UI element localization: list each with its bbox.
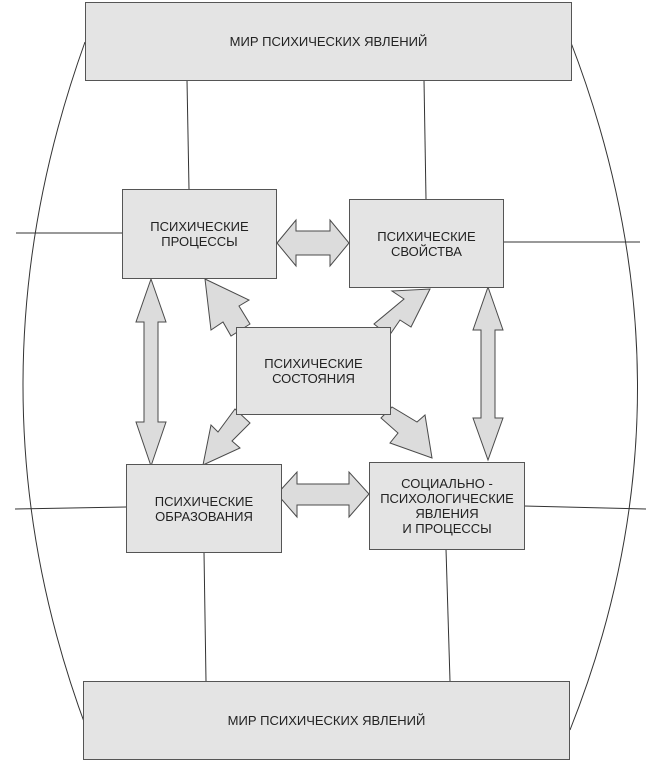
- world-box-bottom: МИР ПСИХИЧЕСКИХ ЯВЛЕНИЙ: [83, 681, 570, 760]
- states-box: ПСИХИЧЕСКИЕ СОСТОЯНИЯ: [236, 327, 391, 415]
- connector-left-lower: [14, 506, 127, 510]
- left-boundary-curve: [22, 41, 88, 731]
- connector-social-to-bottom: [445, 548, 451, 682]
- arrow-states-to-social: [380, 406, 433, 459]
- formations-box: ПСИХИЧЕСКИЕ ОБРАЗОВАНИЯ: [126, 464, 282, 553]
- double-arrow-processes-properties: [276, 218, 350, 268]
- double-arrow-formations-social: [276, 470, 370, 519]
- connector-top-to-processes: [186, 79, 190, 190]
- connector-formations-to-bottom: [203, 551, 207, 682]
- double-arrow-properties-social: [472, 285, 504, 462]
- states-label: ПСИХИЧЕСКИЕ СОСТОЯНИЯ: [264, 356, 363, 386]
- world-box-top-label: МИР ПСИХИЧЕСКИХ ЯВЛЕНИЙ: [229, 34, 428, 49]
- connector-right-lower: [523, 505, 647, 510]
- right-boundary-curve: [569, 39, 638, 731]
- world-box-top: МИР ПСИХИЧЕСКИХ ЯВЛЕНИЙ: [85, 2, 572, 81]
- double-arrow-processes-formations: [135, 277, 167, 468]
- processes-box: ПСИХИЧЕСКИЕ ПРОЦЕССЫ: [122, 189, 277, 279]
- arrow-states-to-processes: [204, 278, 251, 337]
- connector-top-to-properties: [423, 79, 427, 200]
- processes-label: ПСИХИЧЕСКИЕ ПРОЦЕССЫ: [150, 219, 249, 249]
- world-box-bottom-label: МИР ПСИХИЧЕСКИХ ЯВЛЕНИЙ: [227, 713, 426, 728]
- formations-label: ПСИХИЧЕСКИЕ ОБРАЗОВАНИЯ: [154, 493, 254, 524]
- properties-label: ПСИХИЧЕСКИЕ СВОЙСТВА: [377, 228, 476, 259]
- social-label: СОЦИАЛЬНО - ПСИХОЛОГИЧЕСКИЕ ЯВЛЕНИЯ И ПР…: [380, 476, 514, 536]
- social-box: СОЦИАЛЬНО - ПСИХОЛОГИЧЕСКИЕ ЯВЛЕНИЯ И ПР…: [369, 462, 525, 550]
- arrow-states-to-formations: [202, 408, 251, 466]
- properties-box: ПСИХИЧЕСКИЕ СВОЙСТВА: [349, 199, 504, 288]
